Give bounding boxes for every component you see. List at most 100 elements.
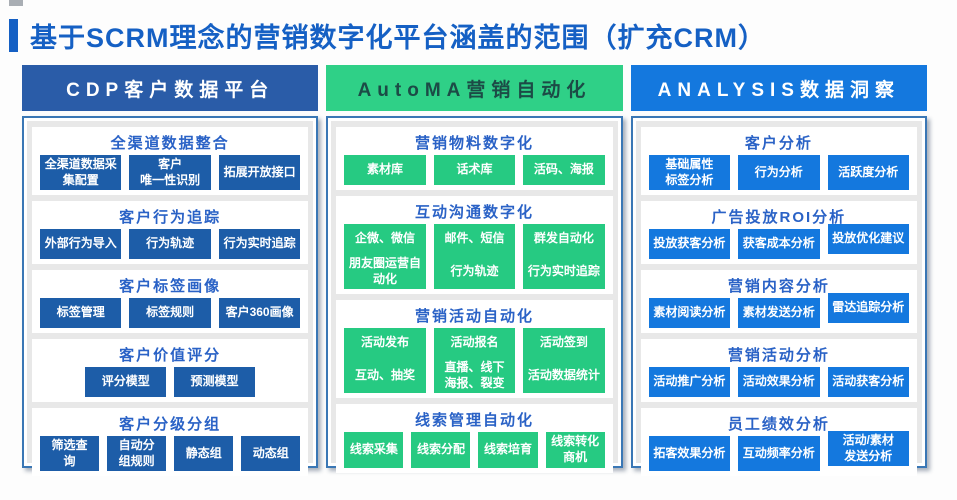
feature-button[interactable]: 活跃度分析: [827, 155, 909, 191]
column-panel-analysis: 客户分析基础属性 标签分析行为分析活跃度分析广告投放ROI分析投放获客分析获客成…: [630, 116, 927, 477]
page-title: 基于SCRM理念的营销数字化平台涵盖的范围（扩充CRM）: [30, 23, 766, 53]
feature-button[interactable]: 话术库: [433, 155, 516, 185]
feature-button[interactable]: 客户 唯一性识别: [129, 155, 211, 191]
feature-button[interactable]: 拓客效果分析: [648, 436, 731, 472]
feature-button[interactable]: 投放获客分析: [648, 229, 731, 260]
feature-button[interactable]: 全渠道数据采 集配置: [40, 155, 122, 191]
section-automa-3: 线索管理自动化线索采集线索分配线索培育线索转化 商机: [336, 404, 613, 473]
button-row: 活动推广分析活动效果分析活动获客分析: [647, 367, 911, 398]
feature-button[interactable]: 标签管理: [40, 298, 122, 329]
feature-button[interactable]: 拓展开放接口: [218, 155, 301, 191]
feature-button[interactable]: 邮件、短信: [433, 224, 516, 254]
feature-button[interactable]: 活码、海报: [523, 155, 605, 185]
column-cdp: CDP客户数据平台全渠道数据整合全渠道数据采 集配置客户 唯一性识别拓展开放接口…: [22, 65, 319, 477]
feature-button[interactable]: 朋友圈运营自 动化: [344, 254, 426, 290]
section-analysis-2: 营销内容分析素材阅读分析素材发送分析雷达追踪分析: [640, 270, 917, 334]
title-bar: 基于SCRM理念的营销数字化平台涵盖的范围（扩充CRM）: [0, 0, 957, 65]
feature-button[interactable]: 行为分析: [738, 155, 820, 191]
button-row: 全渠道数据采 集配置客户 唯一性识别拓展开放接口: [38, 155, 302, 191]
top-left-artifact: [9, 0, 23, 6]
section-analysis-3: 营销活动分析活动推广分析活动效果分析活动获客分析: [640, 339, 917, 403]
section-cdp-1: 客户行为追踪外部行为导入行为轨迹行为实时追踪: [32, 201, 309, 265]
feature-button[interactable]: 基础属性 标签分析: [648, 155, 731, 191]
section-title: 客户分级分组: [119, 416, 222, 434]
feature-button[interactable]: 行为实时追踪: [218, 229, 301, 260]
column-panel-automa: 营销物料数字化素材库话术库活码、海报互动沟通数字化企微、微信邮件、短信群发自动化…: [326, 116, 623, 473]
button-row: 筛选查 询自动分 组规则静态组动态组: [38, 436, 302, 472]
feature-button[interactable]: 预测模型: [174, 367, 255, 398]
section-cdp-2: 客户标签画像标签管理标签规则客户360画像: [32, 270, 309, 334]
feature-button[interactable]: 活动效果分析: [738, 367, 820, 398]
board: CDP客户数据平台全渠道数据整合全渠道数据采 集配置客户 唯一性识别拓展开放接口…: [0, 65, 957, 477]
column-header-analysis: ANALYSIS数据洞察: [630, 65, 927, 111]
section-automa-0: 营销物料数字化素材库话术库活码、海报: [336, 127, 613, 190]
feature-button[interactable]: 行为轨迹: [129, 229, 211, 260]
section-title: 营销活动自动化: [414, 308, 534, 326]
section-title: 互动沟通数字化: [414, 204, 534, 221]
feature-button[interactable]: 筛选查 询: [40, 436, 100, 472]
section-title: 营销物料数字化: [414, 135, 534, 152]
section-automa-2: 营销活动自动化活动发布活动报名活动签到互动、抽奖直播、线下 海报、裂变活动数据统…: [336, 300, 613, 399]
section-title: 线索管理自动化: [414, 412, 534, 430]
section-title: 营销内容分析: [727, 278, 830, 296]
section-title: 客户标签画像: [119, 278, 222, 296]
button-row: 基础属性 标签分析行为分析活跃度分析: [647, 155, 911, 191]
section-automa-1: 互动沟通数字化企微、微信邮件、短信群发自动化朋友圈运营自 动化行为轨迹行为实时追…: [336, 196, 613, 295]
feature-button[interactable]: 线索转化 商机: [545, 432, 605, 468]
section-title: 广告投放ROI分析: [711, 209, 847, 227]
feature-button[interactable]: 外部行为导入: [40, 229, 122, 260]
feature-button[interactable]: 标签规则: [129, 298, 211, 329]
button-row: 外部行为导入行为轨迹行为实时追踪: [38, 229, 302, 260]
feature-button[interactable]: 素材发送分析: [738, 298, 820, 329]
feature-button[interactable]: 互动频率分析: [738, 436, 820, 472]
section-title: 客户价值评分: [119, 347, 222, 365]
feature-button[interactable]: 行为轨迹: [433, 254, 516, 290]
feature-button[interactable]: 投放优化建议: [827, 224, 909, 255]
feature-button[interactable]: 活动签到: [523, 328, 605, 359]
feature-button[interactable]: 活动获客分析: [827, 367, 909, 398]
section-analysis-0: 客户分析基础属性 标签分析行为分析活跃度分析: [640, 127, 917, 196]
feature-button[interactable]: 企微、微信: [344, 224, 426, 254]
feature-button[interactable]: 素材库: [344, 155, 426, 185]
button-row: 标签管理标签规则客户360画像: [38, 298, 302, 329]
feature-button[interactable]: 互动、抽奖: [344, 358, 426, 394]
feature-button[interactable]: 静态组: [174, 436, 234, 472]
button-row: 互动、抽奖直播、线下 海报、裂变活动数据统计: [342, 358, 606, 394]
button-row: 评分模型预测模型: [38, 367, 302, 398]
feature-button[interactable]: 客户360画像: [218, 298, 301, 329]
feature-button[interactable]: 线索分配: [411, 432, 471, 468]
section-title: 客户分析: [744, 135, 813, 152]
feature-button[interactable]: 活动/素材 发送分析: [827, 431, 909, 467]
button-row: 拓客效果分析互动频率分析活动/素材 发送分析: [647, 431, 911, 472]
section-title: 员工绩效分析: [727, 416, 830, 434]
section-cdp-0: 全渠道数据整合全渠道数据采 集配置客户 唯一性识别拓展开放接口: [32, 127, 309, 196]
feature-button[interactable]: 线索培育: [478, 432, 538, 468]
column-analysis: ANALYSIS数据洞察客户分析基础属性 标签分析行为分析活跃度分析广告投放RO…: [630, 65, 927, 477]
button-row: 素材库话术库活码、海报: [342, 155, 606, 185]
column-header-automa: AutoMA营销自动化: [326, 65, 623, 111]
feature-button[interactable]: 线索采集: [344, 432, 404, 468]
feature-button[interactable]: 直播、线下 海报、裂变: [433, 358, 516, 394]
button-row: 投放获客分析获客成本分析投放优化建议: [647, 224, 911, 260]
section-analysis-4: 员工绩效分析拓客效果分析互动频率分析活动/素材 发送分析: [640, 408, 917, 477]
button-row: 企微、微信邮件、短信群发自动化: [342, 224, 606, 254]
feature-button[interactable]: 活动报名: [433, 328, 516, 359]
feature-button[interactable]: 自动分 组规则: [107, 436, 167, 472]
button-row: 素材阅读分析素材发送分析雷达追踪分析: [647, 293, 911, 329]
feature-button[interactable]: 获客成本分析: [738, 229, 820, 260]
section-analysis-1: 广告投放ROI分析投放获客分析获客成本分析投放优化建议: [640, 201, 917, 265]
feature-button[interactable]: 活动数据统计: [523, 358, 605, 394]
section-title: 全渠道数据整合: [110, 135, 230, 152]
feature-button[interactable]: 动态组: [241, 436, 301, 472]
feature-button[interactable]: 评分模型: [85, 367, 167, 398]
feature-button[interactable]: 群发自动化: [523, 224, 605, 254]
section-cdp-4: 客户分级分组筛选查 询自动分 组规则静态组动态组: [32, 408, 309, 477]
feature-button[interactable]: 行为实时追踪: [523, 254, 605, 290]
column-panel-cdp: 全渠道数据整合全渠道数据采 集配置客户 唯一性识别拓展开放接口客户行为追踪外部行…: [22, 116, 319, 477]
feature-button[interactable]: 活动发布: [344, 328, 426, 359]
feature-button[interactable]: 素材阅读分析: [648, 298, 731, 329]
feature-button[interactable]: 雷达追踪分析: [827, 293, 909, 324]
feature-button[interactable]: 活动推广分析: [648, 367, 731, 398]
title-accent-bar: [9, 19, 18, 52]
